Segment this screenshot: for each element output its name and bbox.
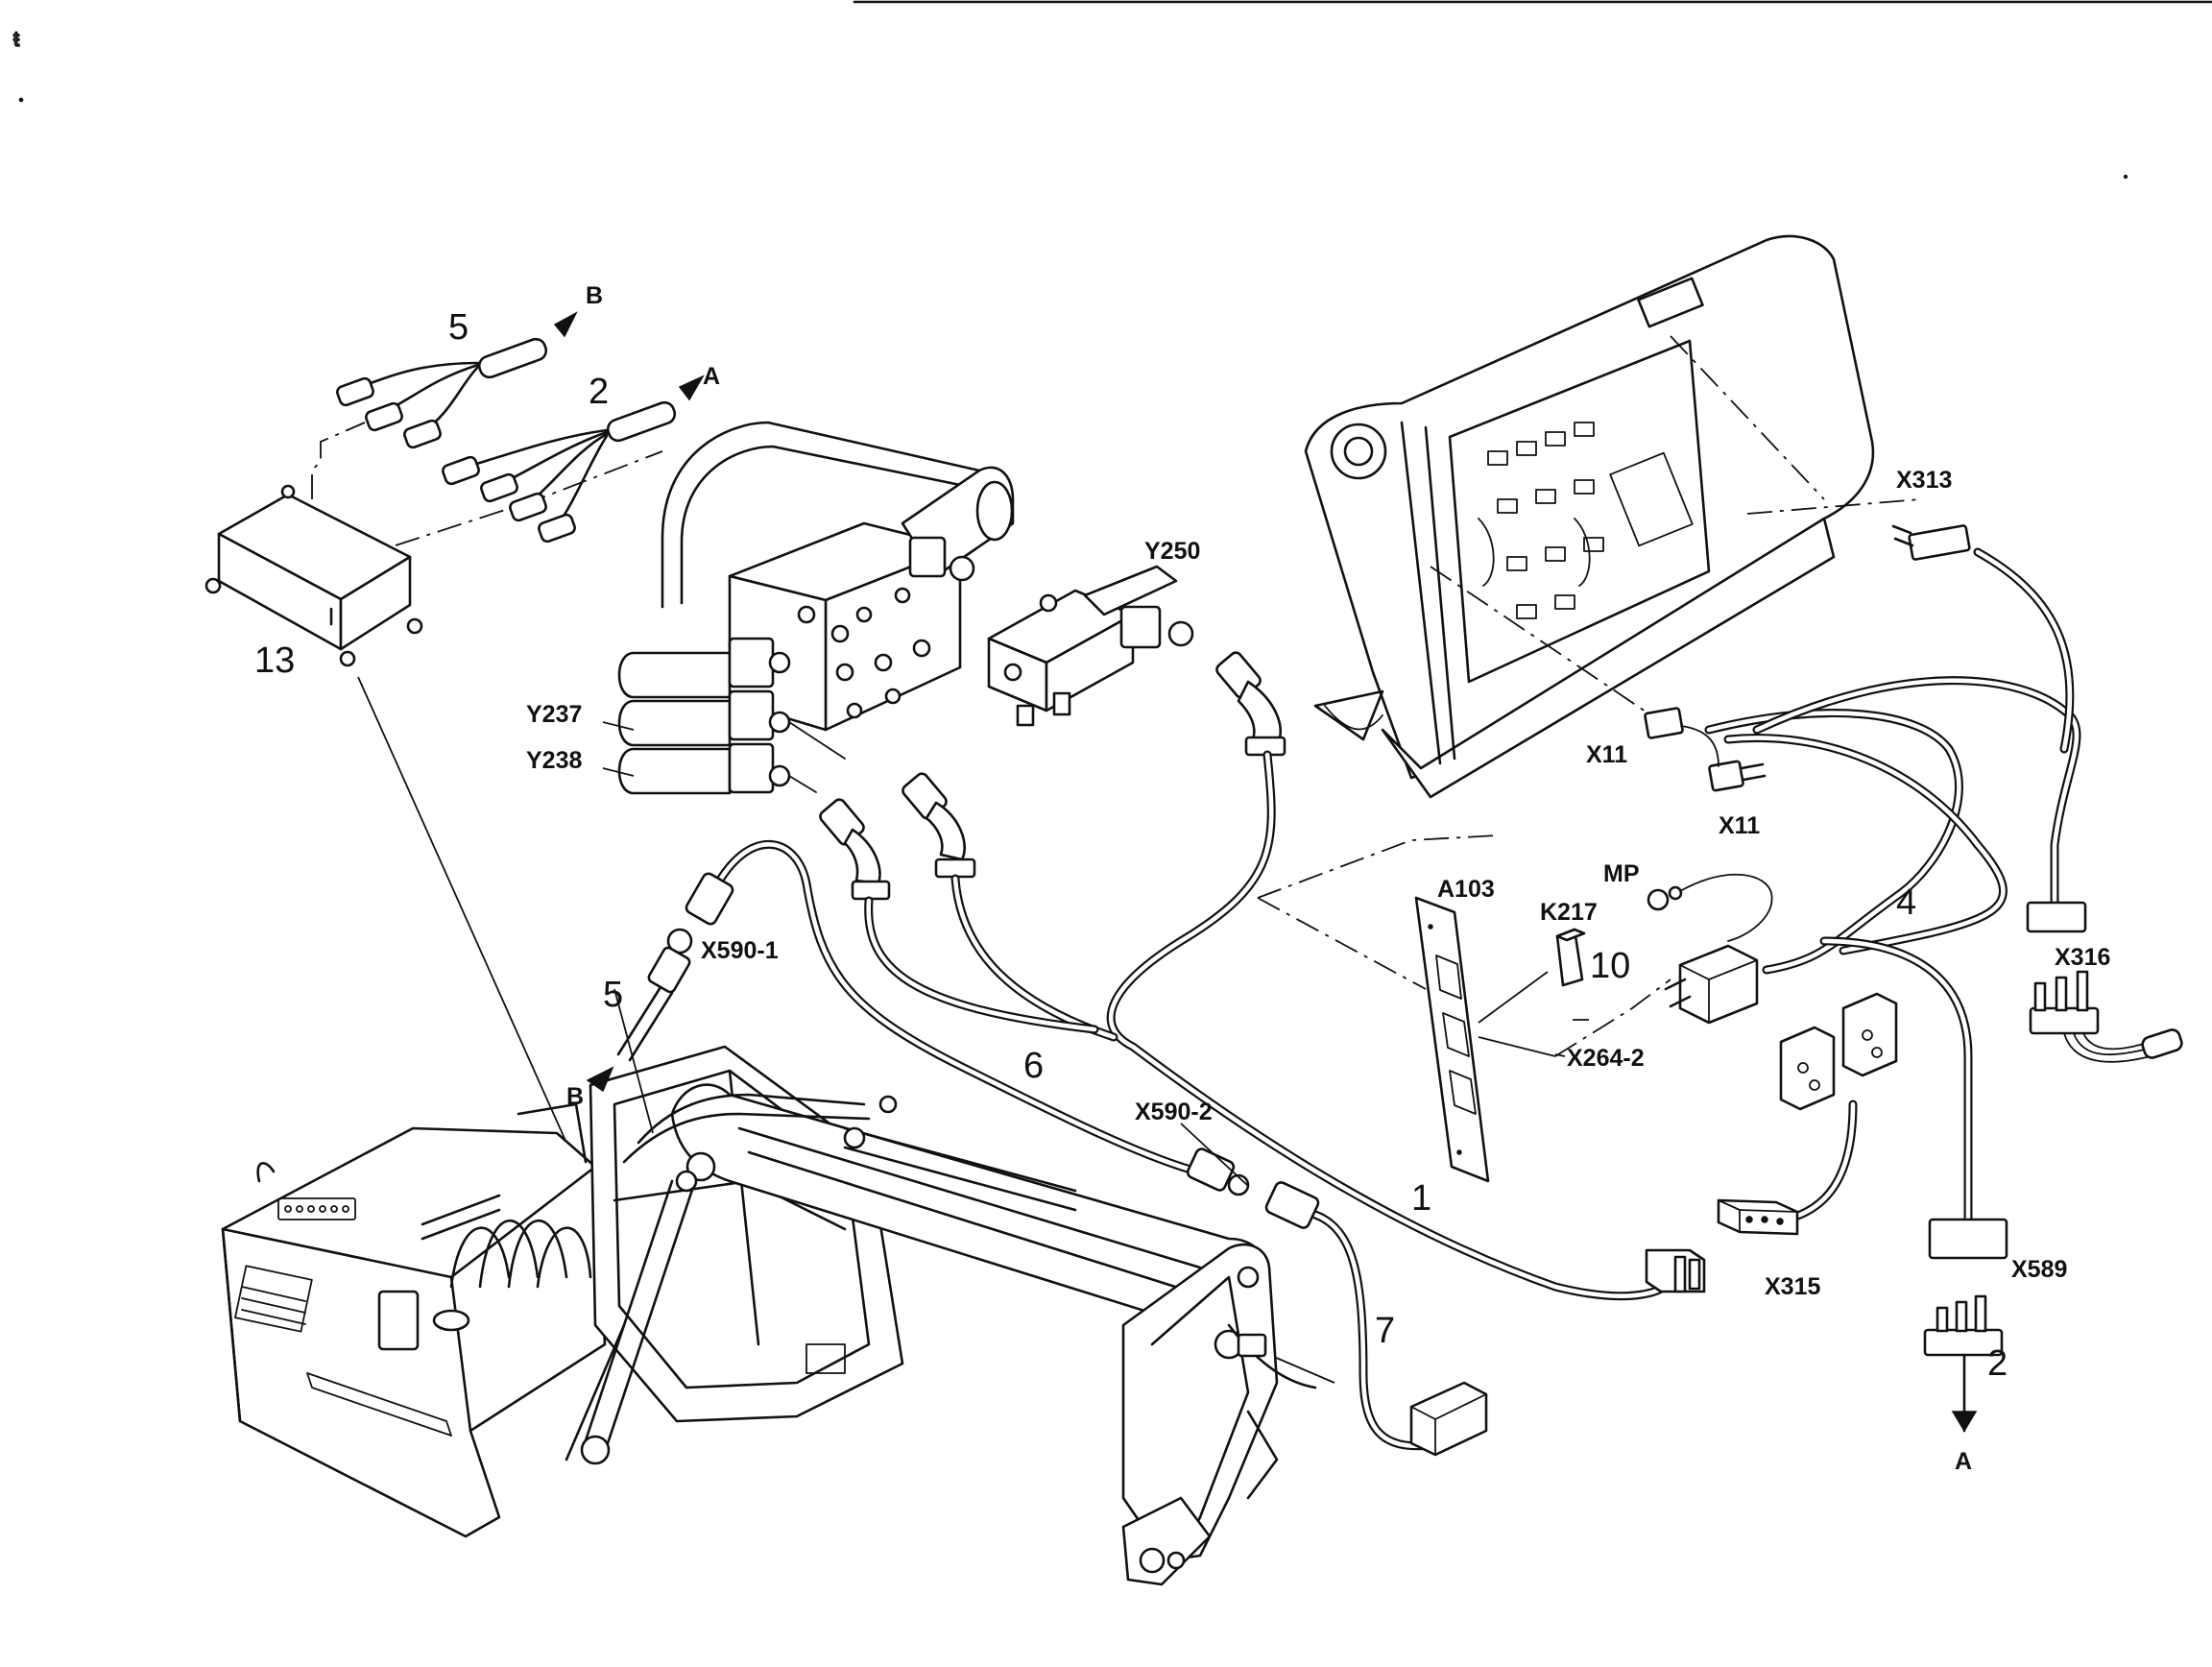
valve-y250: [987, 565, 1194, 727]
label-x316: X316: [2055, 944, 2110, 971]
cabinet-inner-dashline: [1670, 335, 1825, 500]
angled-plug-y238: [819, 798, 891, 901]
label-x589: X589: [2011, 1256, 2067, 1283]
test-point-mp: [1647, 873, 1773, 942]
junction-box-13: [204, 484, 423, 667]
cable-1: [1106, 750, 1675, 1301]
item-6: 6: [1023, 1046, 1044, 1086]
speck: [18, 97, 24, 103]
a103-dashline-top: [1257, 834, 1499, 899]
x264-2-dashline: [1554, 978, 1671, 1057]
item-2-top: 2: [589, 372, 609, 412]
label-k217: K217: [1540, 899, 1598, 926]
arrow-letter-a-top: A: [703, 363, 720, 390]
connector-x315: [1645, 1198, 1799, 1293]
item-1: 1: [1411, 1178, 1431, 1219]
speck: [2123, 174, 2128, 180]
relay-pair: [1779, 992, 1898, 1111]
cable-6: [710, 839, 1195, 1174]
arrow-letter-b-left: B: [566, 1083, 584, 1110]
connector-x313: [1891, 524, 1971, 561]
control-cabinet: [1304, 234, 1875, 799]
label-x315: X315: [1765, 1273, 1820, 1300]
label-x313: X313: [1896, 467, 1952, 494]
label-y250: Y250: [1144, 538, 1200, 565]
x264-2-leader-b: [1554, 1053, 1566, 1057]
harness-5-top: [336, 311, 578, 449]
x11-dashline: [1430, 566, 1652, 716]
label-x590-1: X590-1: [701, 937, 779, 964]
relay-k217: [1555, 928, 1586, 987]
angled-plug-y237: [902, 772, 976, 879]
k217-leader: [1478, 971, 1549, 1024]
item-13: 13: [254, 640, 295, 681]
item-7-leader: [1266, 1353, 1335, 1384]
item-5-left-leader: [613, 988, 654, 1134]
arrow-letter-b-top: B: [586, 282, 603, 309]
angled-plug-y250: [1215, 651, 1286, 757]
connector-x316: [2026, 901, 2183, 1063]
box-to-harness-5-dashline: [311, 422, 366, 499]
label-x11-right: X11: [1719, 812, 1760, 839]
connector-x589: [1923, 1218, 2008, 1431]
arrow-b-left: [586, 1066, 614, 1093]
label-a103: A103: [1437, 876, 1495, 903]
box-leader-to-machine: [357, 676, 567, 1144]
y237-leader: [602, 721, 635, 731]
label-x264-2: X264-2: [1567, 1045, 1645, 1072]
item-5-left: 5: [603, 975, 623, 1015]
cable-valve-bundle: [864, 874, 1118, 1042]
label-x590-2: X590-2: [1135, 1099, 1213, 1125]
corner-mark: ŧ: [13, 27, 19, 51]
plug-x590-1: [616, 872, 734, 1062]
label-x11-left: X11: [1586, 741, 1627, 768]
x313-dashline: [1746, 498, 1921, 515]
valve-block: [617, 421, 1015, 795]
cable-4: [1704, 676, 2081, 975]
excavator: [221, 1045, 1317, 1586]
item-10: 10: [1590, 946, 1630, 986]
item-2-bottom: 2: [1987, 1343, 2008, 1384]
item-7: 7: [1375, 1311, 1395, 1351]
cable-x315-stub: [1781, 1099, 1858, 1224]
label-y237: Y237: [526, 701, 582, 728]
cable-x589: [1819, 936, 1973, 1224]
cable-x313: [1973, 547, 2075, 754]
connector-x11: [1644, 707, 1767, 792]
item-5-top: 5: [448, 307, 469, 348]
x590-2-leader: [1180, 1123, 1249, 1187]
a103-dashline-left: [1257, 897, 1427, 990]
harness-2-top: [442, 374, 705, 544]
arrow-letter-a-bottom: A: [1955, 1448, 1972, 1475]
x264-2-leader-a: [1478, 1036, 1556, 1057]
board-a103: [1414, 896, 1490, 1183]
connector-x264-2: [1664, 944, 1759, 1025]
label-y238: Y238: [526, 747, 582, 774]
label-mp: MP: [1603, 860, 1640, 887]
item-4: 4: [1896, 882, 1916, 923]
cable-7: [1310, 1210, 1435, 1451]
plug-x590-2: [1186, 1148, 1320, 1229]
y238-leader: [602, 767, 635, 777]
sensor-box: [1409, 1381, 1488, 1457]
